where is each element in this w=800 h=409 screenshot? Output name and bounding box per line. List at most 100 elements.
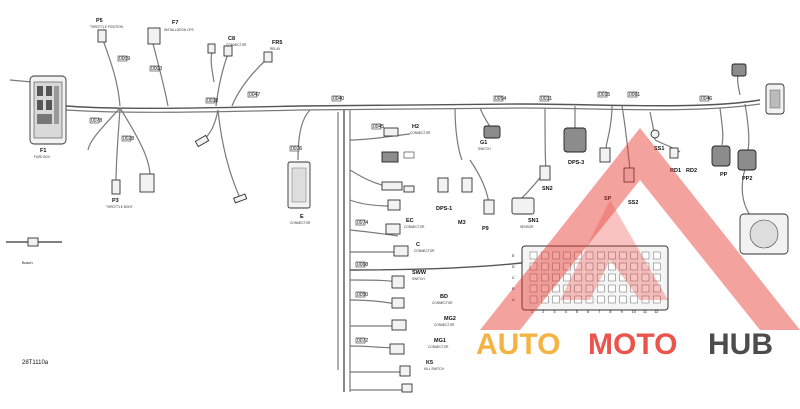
wire-tag: [355, 291, 366, 298]
sn1-connector-icon: [599, 147, 611, 163]
h2-label: H2: [412, 124, 419, 130]
f1-sub: FUSE BOX: [34, 155, 51, 159]
wire-tag-text: 0026: [291, 146, 302, 152]
connector-bottom: [401, 383, 413, 393]
wire-tag: [355, 219, 366, 226]
ecm-pin: [541, 273, 549, 282]
ecm-pin: [563, 284, 571, 293]
mg2-connector-icon: [391, 319, 407, 331]
m3-connector-icon: [511, 197, 535, 215]
watermark-text-part3: HUB: [708, 328, 773, 361]
connector-mg1: MG1 CONNECTOR: [389, 338, 449, 355]
sensor-probe: [194, 134, 248, 204]
g1-label: G1: [480, 140, 487, 146]
wire-tag: [149, 65, 160, 72]
ecm-col-label: 12: [654, 310, 658, 314]
command-connector-icon: [139, 173, 155, 193]
g1-connector-icon: [483, 125, 501, 139]
ecm-pin: [541, 262, 549, 271]
p5-sub: THROTTLE POSITION: [90, 25, 124, 29]
ecm-row-label: B: [512, 287, 515, 291]
connector-rd1: PP: [711, 145, 731, 178]
legend: Bosch: [6, 237, 62, 265]
connector-h2: H2 CONNECTOR: [383, 124, 431, 137]
sww-connector-icon: [391, 275, 405, 289]
ecm-pin: [529, 251, 538, 260]
fr5-connector-icon: [263, 51, 273, 63]
connector-sp: SS1: [650, 129, 664, 152]
connector-e: E CONNECTOR: [287, 161, 311, 225]
wire-tag-text: 0061: [629, 92, 640, 98]
ecm-row-label: C: [512, 276, 515, 280]
c-connector-icon: [393, 245, 409, 257]
wire-tag-text: 0068: [357, 262, 368, 268]
sn1-label: SP: [604, 196, 612, 202]
connector-rd2: PP2: [737, 149, 757, 182]
ecm-pin: [541, 284, 549, 293]
ecm-pin: [574, 273, 582, 282]
ecm-pin: [608, 251, 616, 260]
p3-sub: THROTTLE BODY: [106, 205, 134, 209]
ec-connector-icon: [385, 223, 401, 235]
ec-sub: CONNECTOR: [404, 225, 425, 229]
ecm-row-label: D: [512, 265, 515, 269]
bd-label: BD: [440, 294, 448, 300]
ecm-pin: [619, 284, 627, 293]
ecm-pin: [574, 262, 582, 271]
rd2-connector-icon: [737, 149, 757, 171]
ss1-label: RD2: [686, 168, 697, 174]
ecm-connector: EDCBA 123456789101112: [512, 245, 669, 314]
wire-tag: [493, 95, 504, 102]
main-trunk-wire: [65, 99, 761, 110]
ecm-pin: [619, 262, 627, 271]
sn2-branch: [621, 105, 631, 171]
ecm-pin: [630, 295, 638, 304]
c8-sub: CONNECTOR: [226, 43, 247, 47]
ecm-pin: [653, 262, 661, 271]
mg2-label: MG2: [444, 316, 456, 322]
mg1-tap: [349, 345, 397, 349]
ecm-pin: [653, 251, 661, 260]
ecm-col-label: 4: [565, 310, 567, 314]
p5-connector-icon: [97, 29, 107, 43]
wire-tag-text: 0074: [357, 220, 368, 226]
c8-label: C8: [228, 36, 235, 42]
sp-connector-icon: [650, 129, 660, 139]
ecm-pin: [641, 284, 650, 293]
figure-code: 28T1110a: [22, 360, 49, 366]
m3-sub: SENSOR: [520, 225, 534, 229]
mg1-sub: CONNECTOR: [428, 345, 449, 349]
wire-tag: [699, 95, 710, 102]
ecm-pin: [541, 251, 549, 260]
relay-icon: [37, 114, 52, 124]
c8-branch-2: [210, 51, 215, 83]
e-connector-face: [291, 167, 307, 203]
conn-tap-1: [349, 169, 386, 187]
rd2-branch: [744, 103, 750, 151]
ecm-pin: [585, 284, 594, 293]
wire-tag: [627, 91, 638, 98]
rd1-connector-icon: [711, 145, 731, 167]
legend-connector-icon: [27, 237, 39, 247]
ecm-pin: [653, 273, 661, 282]
wire-tag-text: 0031: [541, 96, 552, 102]
ecm-feed: [349, 261, 531, 271]
wire-tag-text: 0038: [207, 98, 218, 104]
wire-tag-text: 0015: [599, 92, 610, 98]
dps-1-label: P9: [482, 226, 489, 232]
ecm-pin: [619, 273, 627, 282]
fr5-label: FR5: [272, 40, 282, 46]
pp2-pump-icon: [749, 219, 779, 249]
sp-label: SS1: [654, 146, 664, 152]
ecm-col-label: 7: [598, 310, 600, 314]
ecm-pin: [630, 273, 638, 282]
connector-p3: P3 THROTTLE BODY: [106, 179, 134, 209]
h2-tap: [349, 133, 411, 141]
wire-tag: [117, 55, 128, 62]
connector-g1: G1 SWITCH: [478, 125, 501, 151]
ecm-pin: [563, 251, 571, 260]
wire-tag: [597, 91, 608, 98]
wire-tag-text: 0072: [357, 338, 368, 344]
rd1-label: PP: [720, 172, 728, 178]
fuse-box-module: F1 FUSE BOX: [29, 75, 67, 159]
